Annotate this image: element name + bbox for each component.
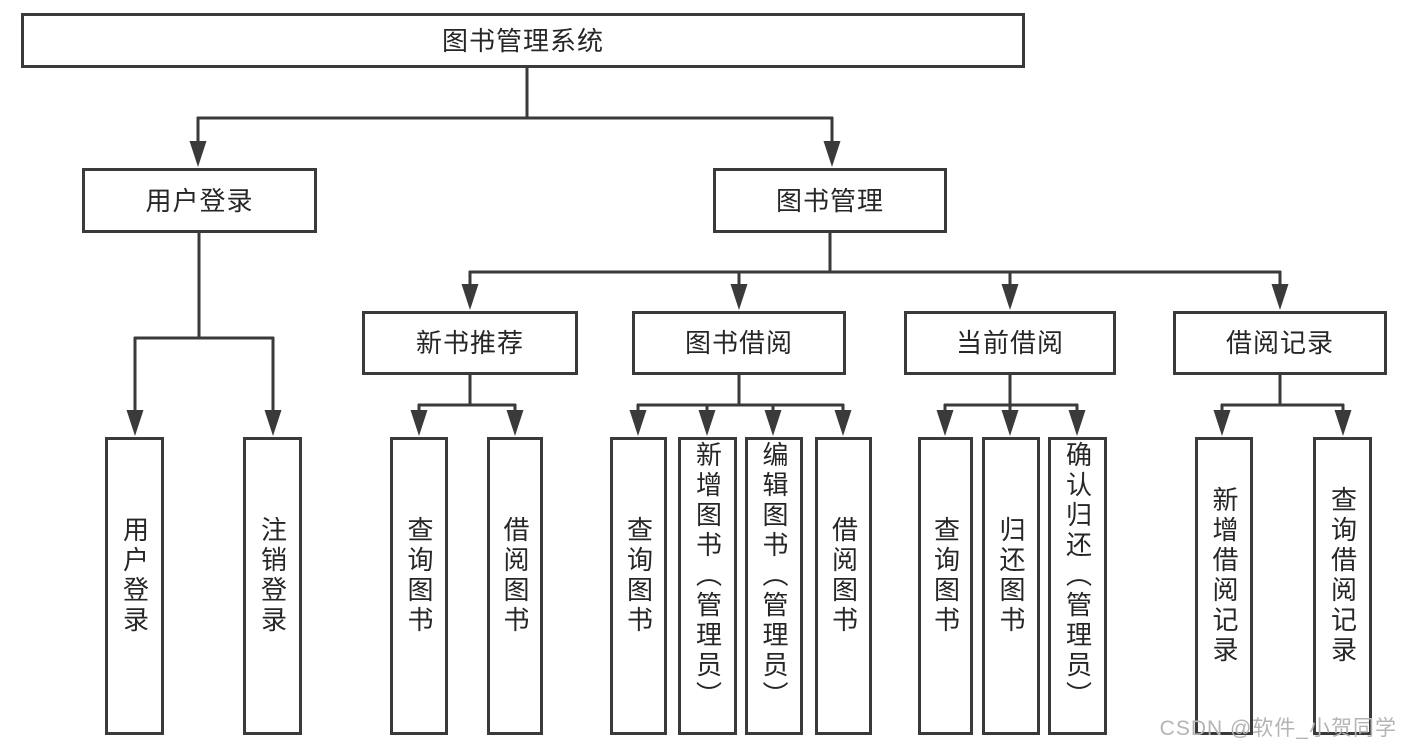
leaf-logout: 注销登录 [243,437,302,735]
leaf-add-book-admin: 新增图书（管理员） [678,437,737,735]
node-book-borrowing-label: 图书借阅 [684,328,793,358]
leaf-edit-book-admin: 编辑图书（管理员） [745,437,803,735]
leaf-borrow-books-recommend: 借阅图书 [487,437,543,735]
leaf-edit-book-admin-label: 编辑图书（管理员） [759,441,789,711]
leaf-query-borrow-record-label: 查询借阅记录 [1327,486,1358,666]
node-book-management-label: 图书管理 [775,185,884,216]
arrow-down-icon [1271,284,1289,310]
leaf-return-book: 归还图书 [982,437,1040,735]
leaf-add-book-admin-label: 新增图书（管理员） [692,441,723,711]
node-book-management: 图书管理 [713,168,947,233]
node-current-borrowing-label: 当前借阅 [955,328,1064,358]
arrow-down-icon [730,284,748,310]
arrow-down-icon [1213,410,1231,436]
node-root-label: 图书管理系统 [441,25,604,56]
leaf-query-books-current: 查询图书 [918,437,973,735]
leaf-user-login: 用户登录 [105,437,164,735]
node-borrowing-records: 借阅记录 [1173,311,1387,375]
node-new-book-recommendation-label: 新书推荐 [415,328,524,358]
arrowheads [126,141,1352,436]
arrow-down-icon [764,410,782,436]
arrow-down-icon [506,410,524,436]
arrow-down-icon [698,410,716,436]
arrow-down-icon [1001,410,1019,436]
leaf-borrow-books-recommend-label: 借阅图书 [500,516,530,636]
arrow-down-icon [629,410,647,436]
arrow-down-icon [823,141,841,167]
leaf-query-books-recommend-label: 查询图书 [404,516,434,636]
node-current-borrowing: 当前借阅 [904,311,1116,375]
arrow-down-icon [189,141,207,167]
arrow-down-icon [410,410,428,436]
leaf-logout-label: 注销登录 [257,516,288,636]
leaf-query-borrow-record: 查询借阅记录 [1313,437,1372,735]
node-new-book-recommendation: 新书推荐 [362,311,578,375]
leaf-add-borrow-record-label: 新增借阅记录 [1209,486,1239,666]
arrow-down-icon [1068,410,1086,436]
leaf-query-books-current-label: 查询图书 [930,516,961,636]
leaf-query-books-recommend: 查询图书 [390,437,448,735]
node-book-borrowing: 图书借阅 [632,311,846,375]
leaf-confirm-return-admin: 确认归还（管理员） [1048,437,1107,735]
leaf-borrow-books-borrowing: 借阅图书 [815,437,872,735]
leaf-query-books-borrowing-label: 查询图书 [623,516,654,636]
connector-lines [133,66,1345,416]
node-root: 图书管理系统 [21,13,1025,68]
leaf-add-borrow-record: 新增借阅记录 [1195,437,1253,735]
leaf-user-login-label: 用户登录 [119,516,150,636]
leaf-borrow-books-borrowing-label: 借阅图书 [828,516,859,636]
node-user-login: 用户登录 [82,168,317,233]
arrow-down-icon [936,410,954,436]
node-user-login-label: 用户登录 [145,185,254,216]
leaf-confirm-return-admin-label: 确认归还（管理员） [1062,441,1093,711]
leaf-return-book-label: 归还图书 [996,516,1026,636]
arrow-down-icon [1334,410,1352,436]
arrow-down-icon [1001,284,1019,310]
arrow-down-icon [264,410,282,436]
leaf-query-books-borrowing: 查询图书 [610,437,667,735]
arrow-down-icon [461,284,479,310]
node-borrowing-records-label: 借阅记录 [1225,328,1334,358]
arrow-down-icon [834,410,852,436]
arrow-down-icon [126,410,144,436]
